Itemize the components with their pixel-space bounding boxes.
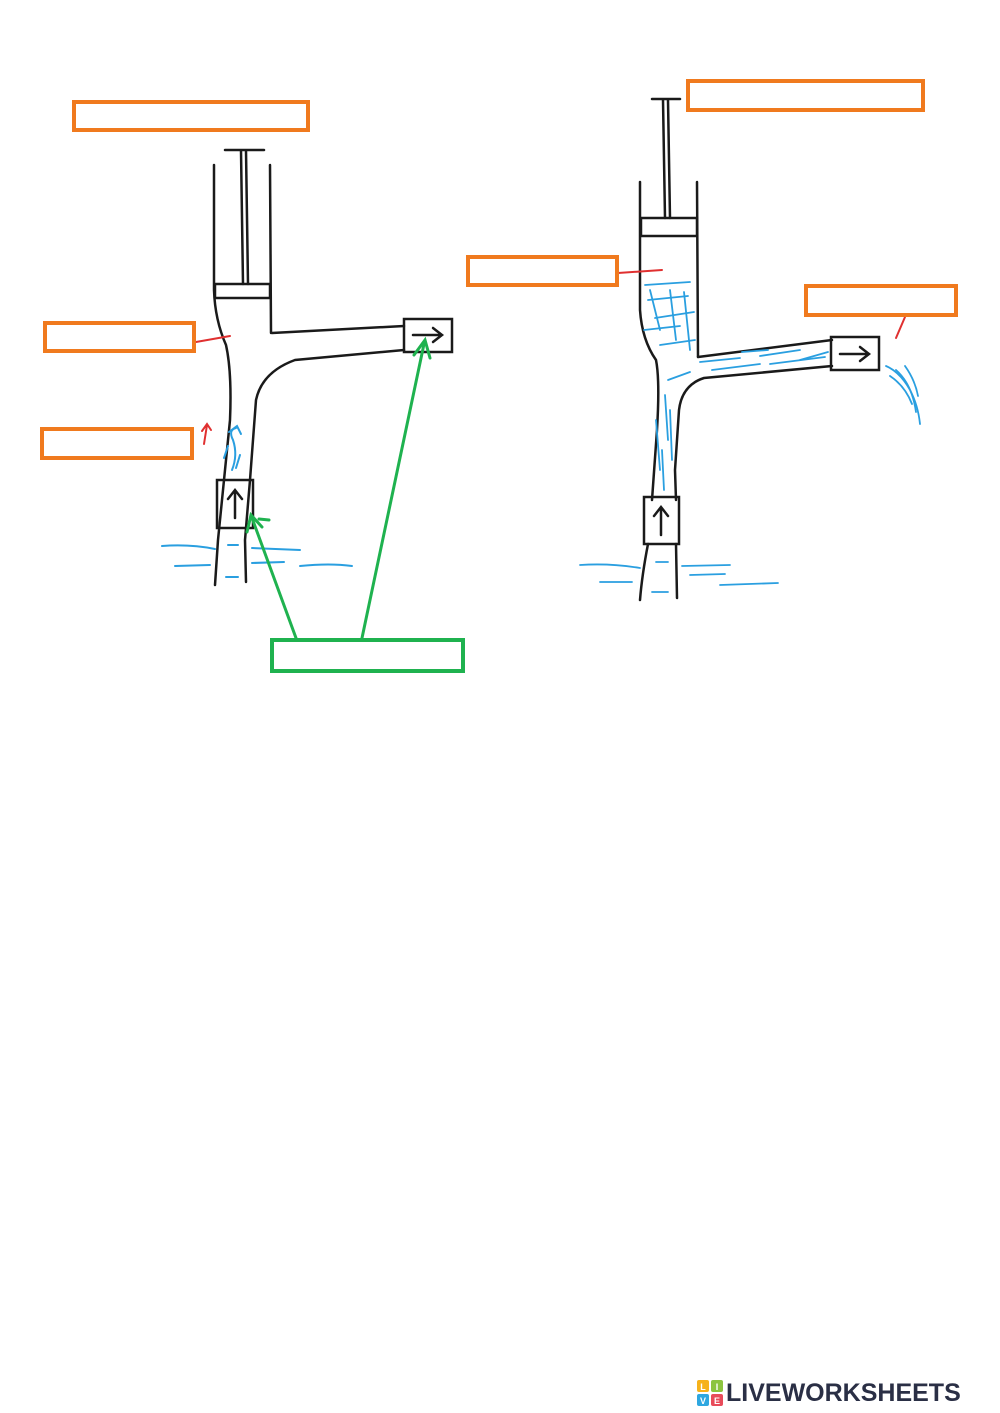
answer-input-left-low[interactable] xyxy=(44,431,190,456)
right-piston xyxy=(639,216,699,238)
left-cylinder-left-wall xyxy=(212,163,232,587)
answer-box-left-low[interactable] xyxy=(40,427,194,460)
left-red-pointers xyxy=(195,335,231,445)
left-plunger-rod-b xyxy=(244,149,250,286)
right-plunger-rod-a xyxy=(661,98,667,220)
answer-box-right-outlet[interactable] xyxy=(804,284,958,317)
answer-box-right-top[interactable] xyxy=(686,79,925,112)
left-outlet-pipe-bottom xyxy=(243,348,406,584)
right-inlet-valve xyxy=(642,495,681,546)
right-plunger-rod-b xyxy=(666,98,672,220)
right-lower-pipe-left xyxy=(638,542,650,602)
left-outlet-arrow-icon xyxy=(411,326,445,344)
right-outlet-pointer xyxy=(895,316,906,339)
answer-input-right-mid[interactable] xyxy=(470,259,615,283)
answer-box-valves[interactable] xyxy=(270,638,465,673)
right-outlet-arrow-icon xyxy=(838,345,872,363)
valve-pointers xyxy=(245,336,432,640)
right-mid-pointer xyxy=(617,269,663,274)
left-water xyxy=(161,424,353,578)
right-pump xyxy=(638,97,881,602)
left-cylinder-right-wall-upper xyxy=(268,163,273,335)
answer-box-right-mid[interactable] xyxy=(466,255,619,287)
right-outlet-valve xyxy=(829,335,881,372)
logo-letter-e: E xyxy=(714,1396,720,1406)
logo-letter-v: V xyxy=(700,1396,706,1406)
right-valve-arrows xyxy=(652,345,872,537)
answer-input-left-top[interactable] xyxy=(76,104,306,128)
left-low-pointer xyxy=(201,422,212,445)
answer-input-valves[interactable] xyxy=(274,642,461,669)
right-outlet-pipe-bottom xyxy=(673,364,834,502)
left-piston xyxy=(213,282,272,300)
answer-box-left-top[interactable] xyxy=(72,100,310,132)
left-plunger-rod-a xyxy=(239,149,245,286)
right-cylinder-right-wall xyxy=(695,180,700,359)
left-pump xyxy=(212,148,454,587)
answer-box-left-mid[interactable] xyxy=(43,321,196,353)
logo-letter-i: I xyxy=(716,1382,719,1392)
answer-input-right-outlet[interactable] xyxy=(808,288,954,313)
liveworksheets-brand: L I V E LIVEWORKSHEETS xyxy=(697,1378,961,1408)
left-valve-arrows xyxy=(226,326,445,520)
right-water xyxy=(579,281,921,593)
right-red-pointers xyxy=(617,269,906,339)
left-inlet-arrow-icon xyxy=(226,487,244,520)
right-inlet-arrow-icon xyxy=(652,504,670,537)
left-mid-pointer xyxy=(195,335,231,343)
right-cylinder-left-wall xyxy=(638,180,660,502)
right-outlet-pipe-top xyxy=(696,338,834,359)
right-lower-pipe-right xyxy=(674,542,679,600)
liveworksheets-logo-icon: L I V E xyxy=(697,1380,723,1406)
left-inlet-valve xyxy=(215,478,255,530)
left-outlet-pipe-top xyxy=(270,324,406,335)
answer-input-left-mid[interactable] xyxy=(47,325,192,349)
logo-letter-l: L xyxy=(700,1382,706,1392)
liveworksheets-wordmark: LIVEWORKSHEETS xyxy=(726,1378,961,1407)
answer-input-right-top[interactable] xyxy=(690,83,921,108)
